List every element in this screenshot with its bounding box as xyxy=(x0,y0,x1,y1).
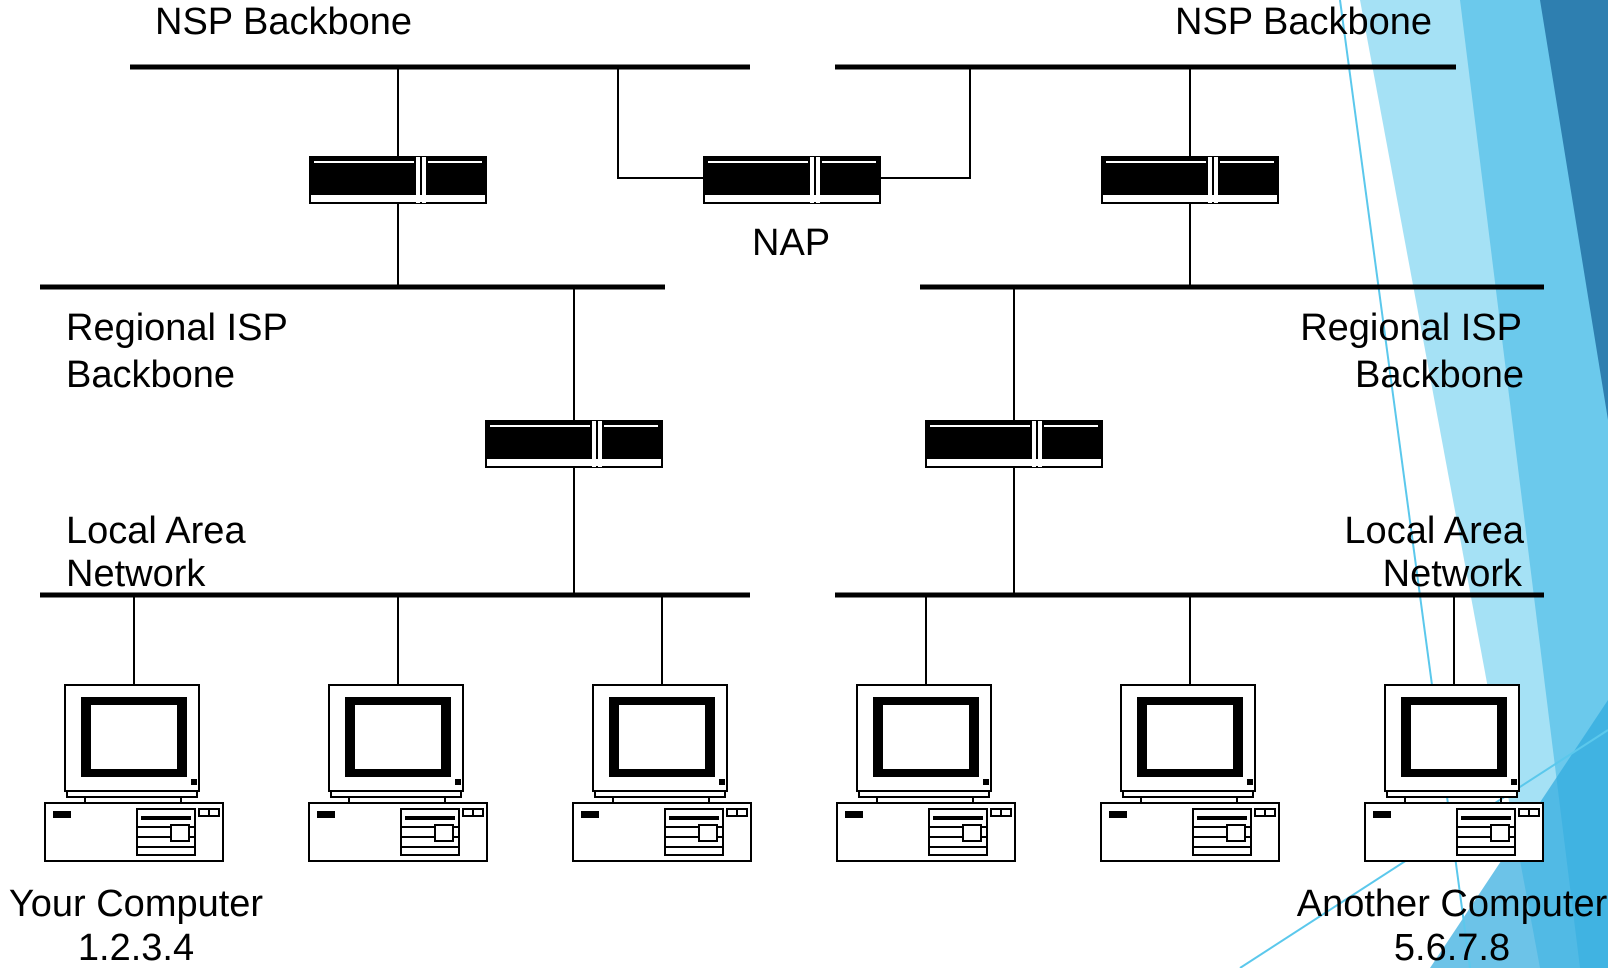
your-computer-label: Your Computer xyxy=(9,883,264,925)
nsp-backbone-right-label: NSP Backbone xyxy=(1175,1,1432,43)
regional-isp-left-label-2: Backbone xyxy=(66,354,235,396)
regional-isp-left-label-1: Regional ISP xyxy=(66,307,288,349)
regional-isp-right-label-2: Backbone xyxy=(1355,354,1524,396)
lan-left-label-2: Network xyxy=(66,553,206,595)
computer-4 xyxy=(835,683,1017,863)
another-computer-ip: 5.6.7.8 xyxy=(1394,927,1510,968)
decorative-background xyxy=(1239,0,1608,968)
lan-left-label-1: Local Area xyxy=(66,510,246,552)
computer-another xyxy=(1363,683,1545,863)
lan-right-label-1: Local Area xyxy=(1344,510,1524,552)
computer-your xyxy=(43,683,225,863)
regional-isp-right-label-1: Regional ISP xyxy=(1300,307,1522,349)
nsp-backbone-left-label: NSP Backbone xyxy=(155,1,412,43)
router-regional-left xyxy=(485,420,663,468)
router-nsp-left xyxy=(309,156,487,204)
router-nap xyxy=(703,156,881,204)
computer-3 xyxy=(571,683,753,863)
router-nsp-right xyxy=(1101,156,1279,204)
nap-label: NAP xyxy=(752,222,830,264)
your-computer-ip: 1.2.3.4 xyxy=(78,927,194,968)
computer-5 xyxy=(1099,683,1281,863)
router-regional-right xyxy=(925,420,1103,468)
another-computer-label: Another Computer xyxy=(1297,883,1608,925)
lan-right-label-2: Network xyxy=(1383,553,1523,595)
computer-2 xyxy=(307,683,489,863)
